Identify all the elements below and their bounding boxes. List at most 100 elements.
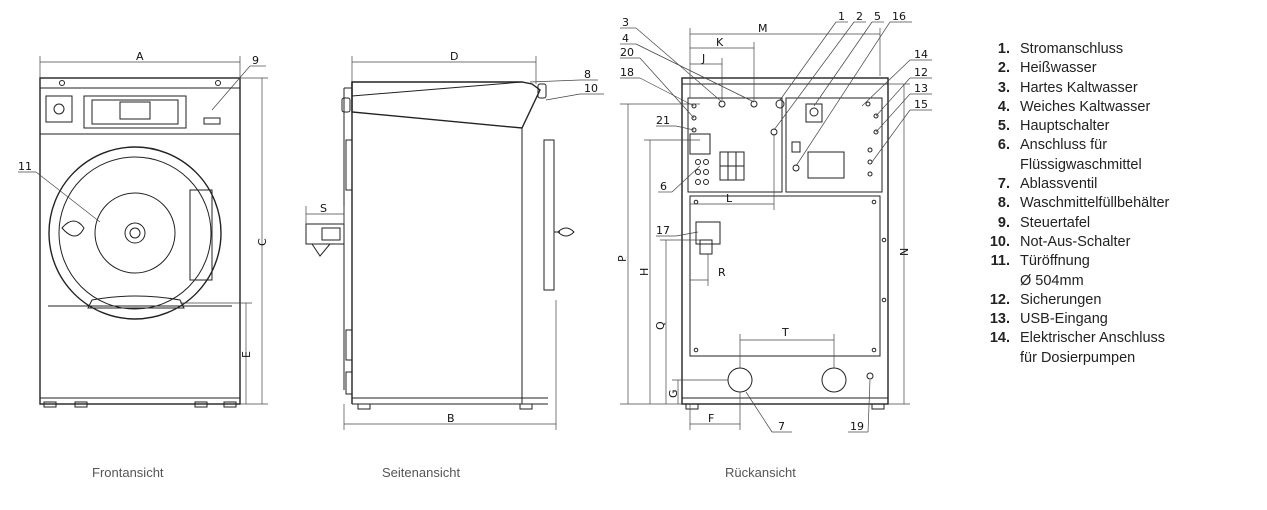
legend-item: 14.Elektrischer Anschluss <box>986 329 1256 348</box>
legend-text: Waschmittelfüllbehälter <box>1020 195 1170 212</box>
legend-number: 6. <box>997 137 1010 154</box>
legend-text: Steuertafel <box>1020 214 1091 231</box>
callout-10: 10 <box>584 82 598 95</box>
legend-item: 1. Stromanschluss <box>986 40 1256 59</box>
legend-item: 8.Waschmittelfüllbehälter <box>986 194 1256 213</box>
callout-8: 8 <box>584 68 591 81</box>
rear-main-switch <box>805 103 823 123</box>
callout-1: 1 <box>838 10 845 23</box>
side-drain-valve <box>305 223 345 245</box>
callout-16: 16 <box>892 10 906 23</box>
rear-drain-right <box>821 367 847 393</box>
legend-text: Heißwasser <box>1020 60 1097 77</box>
legend-text: Ø 504mm <box>1020 272 1084 289</box>
callout-15: 15 <box>914 98 928 111</box>
legend-number: 7. <box>997 176 1010 193</box>
callout-20: 20 <box>620 46 634 59</box>
callout-11: 11 <box>18 160 32 173</box>
legend-item: für Dosierpumpen <box>986 349 1256 368</box>
side-top-hopper <box>351 81 541 129</box>
legend-text: Hartes Kaltwasser <box>1020 79 1138 96</box>
rear-electrical-panel <box>785 97 883 193</box>
callout-17: 17 <box>656 224 670 237</box>
legend-text: Weiches Kaltwasser <box>1020 98 1151 115</box>
rear-cabinet <box>681 77 889 405</box>
legend-item: 6. Anschluss für <box>986 136 1256 155</box>
legend-number: 11. <box>990 253 1010 270</box>
legend-number: 2. <box>997 60 1010 77</box>
legend-number: 3. <box>997 79 1010 96</box>
legend-list: 1. Stromanschluss 2. Heißwasser 3. Hartes Kal… <box>986 40 1256 368</box>
legend-number: 1. <box>997 41 1010 57</box>
callout-4: 4 <box>622 32 629 45</box>
dim-label-s: S <box>320 202 327 215</box>
legend-text: Stromanschluss <box>1020 41 1124 57</box>
dim-label-m: M <box>758 22 768 35</box>
caption-rear-view: Rückansicht <box>725 465 796 480</box>
dim-label-n: N <box>898 248 911 256</box>
dim-label-r: R <box>718 266 726 279</box>
legend-text: USB-Eingang <box>1020 311 1108 328</box>
caption-front-view: Frontansicht <box>92 465 164 480</box>
front-usb-port <box>203 117 221 125</box>
dim-label-h: H <box>638 268 651 276</box>
rear-drain-left <box>727 367 753 393</box>
caption-side-view: Seitenansicht <box>382 465 461 480</box>
callout-9: 9 <box>252 54 259 67</box>
rear-lower-panel <box>689 195 881 357</box>
callout-12: 12 <box>914 66 928 79</box>
dim-label-k: K <box>716 36 724 49</box>
legend-text: für Dosierpumpen <box>1020 349 1136 366</box>
callout-14: 14 <box>914 48 928 61</box>
legend-number <box>986 156 1020 175</box>
rear-connection-panel <box>687 97 783 193</box>
legend-number: 9. <box>997 214 1010 231</box>
front-control-panel <box>83 95 187 129</box>
legend-item: 3. Hartes Kaltwasser <box>986 79 1256 98</box>
legend-text: Türöffnung <box>1020 253 1090 270</box>
front-selector-knob <box>45 95 73 123</box>
dim-label-d: D <box>450 50 458 63</box>
dim-label-e: E <box>240 351 253 358</box>
front-view: A C E <box>18 50 269 408</box>
callout-19: 19 <box>850 420 864 433</box>
legend-text: Ablassventil <box>1020 176 1098 193</box>
rear-view: M K J L R T F P H Q G <box>616 10 932 433</box>
dim-label-j: J <box>701 52 705 65</box>
callout-6: 6 <box>660 180 667 193</box>
legend-number: 4. <box>997 98 1010 115</box>
dim-label-g: G <box>667 389 680 398</box>
callout-13: 13 <box>914 82 928 95</box>
legend-item: 10.Not-Aus-Schalter <box>986 233 1256 252</box>
callout-3: 3 <box>622 16 629 29</box>
legend-number: 13. <box>989 311 1010 328</box>
legend-number: 12. <box>989 291 1010 308</box>
legend-item: Flüssigwaschmittel <box>986 156 1256 175</box>
side-door-bulge <box>543 139 555 291</box>
legend-item: 7. Ablassventil <box>986 175 1256 194</box>
legend-item: 4. Weiches Kaltwasser <box>986 98 1256 117</box>
dim-label-q: Q <box>654 321 667 330</box>
legend-text: Flüssigwaschmittel <box>1020 156 1142 173</box>
legend-text: Elektrischer Anschluss <box>1020 330 1166 347</box>
front-cabinet <box>39 77 241 405</box>
dim-label-p: P <box>616 255 629 262</box>
legend-item: 11. Türöffnung <box>986 252 1256 271</box>
legend-text: Sicherungen <box>1020 291 1102 308</box>
legend-item: 9. Steuertafel <box>986 214 1256 233</box>
legend-item: 12. Sicherungen <box>986 291 1256 310</box>
rear-valve <box>695 221 721 245</box>
legend-item: Ø 504mm <box>986 272 1256 291</box>
legend-item: 5. Hauptschalter <box>986 117 1256 136</box>
legend-text: Anschluss für <box>1020 137 1108 154</box>
dim-label-t: T <box>781 326 789 339</box>
legend-number: 5. <box>997 118 1010 135</box>
callout-21: 21 <box>656 114 670 127</box>
dim-label-l: L <box>726 192 733 205</box>
side-view: D S B <box>305 50 604 430</box>
dim-label-b: B <box>447 412 455 425</box>
front-door-outer <box>48 146 222 320</box>
dim-label-a: A <box>136 50 144 63</box>
legend-text: Hauptschalter <box>1020 118 1110 135</box>
